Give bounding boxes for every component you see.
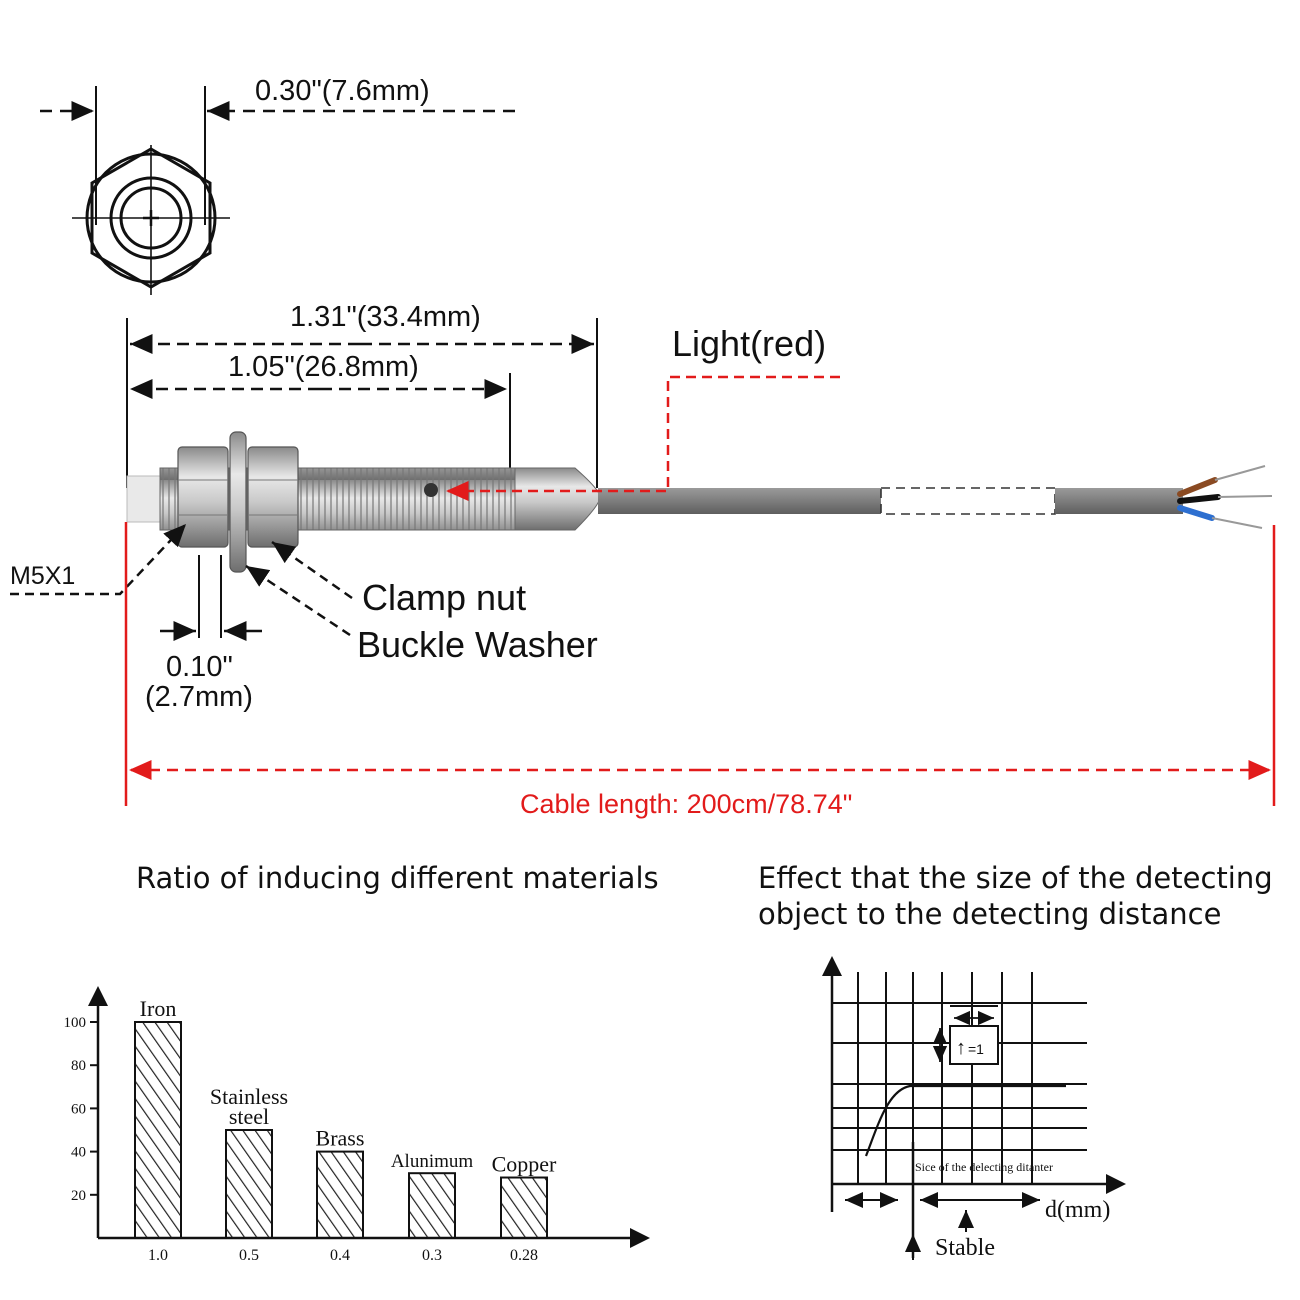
- inner-axis-label: Sice of the delecting ditanter: [915, 1160, 1053, 1174]
- bar-stainless-steel: [225, 1129, 273, 1239]
- target-box-arrow-glyph: ↑: [956, 1037, 966, 1059]
- buckle-washer-label: Buckle Washer: [357, 624, 598, 665]
- line-y-axis-arrow: [822, 956, 842, 976]
- y-tick-label: 100: [64, 1015, 87, 1031]
- wire-brown: [1177, 477, 1218, 497]
- thread-leader: [10, 523, 187, 596]
- size-effect-heading-1: Effect that the size of the detecting: [758, 861, 1273, 895]
- size-effect-heading-2: object to the detecting distance: [758, 897, 1221, 931]
- y-tick-label: 60: [71, 1101, 86, 1117]
- bar-alunimum: [408, 1172, 456, 1239]
- x-axis-label: d(mm): [1045, 1197, 1110, 1223]
- nut-left: [177, 446, 229, 548]
- y-tick-label: 80: [71, 1058, 86, 1074]
- washer-thickness-mm: (2.7mm): [145, 681, 253, 713]
- bar-iron: [134, 1021, 182, 1239]
- bar-brass: [316, 1150, 364, 1239]
- washer-thickness-in: 0.10": [166, 651, 233, 683]
- cable-segment-left: [598, 488, 881, 514]
- cable-gap: [880, 487, 1056, 515]
- target-box: [949, 1025, 999, 1065]
- response-curve: [864, 1084, 1066, 1157]
- clamp-nut-label: Clamp nut: [362, 577, 526, 618]
- bar-ratio-label: 0.5: [239, 1247, 259, 1264]
- wire-black: [1177, 494, 1221, 504]
- bar-category-label: Brass: [316, 1126, 365, 1151]
- nut-callouts: Clamp nut Buckle Washer: [245, 540, 598, 665]
- wire-blue: [1177, 505, 1215, 521]
- size-effect-chart: ↑ =1 Sice of the delecting ditanter d(mm…: [822, 956, 1126, 1261]
- bar-copper: [500, 1176, 548, 1240]
- end-view: 0.30"(7.6mm): [40, 75, 515, 295]
- sensor-body: [126, 431, 1273, 573]
- bar-category-label: Alunimum: [391, 1151, 474, 1172]
- cable-length-dimension: Cable length: 200cm/78.74": [124, 522, 1276, 819]
- width-dimension-label: 0.30"(7.6mm): [255, 75, 430, 107]
- target-box-label: =1: [968, 1041, 984, 1057]
- bar-category-label: steel: [229, 1104, 269, 1129]
- washer-thickness-dimension: 0.10" (2.7mm): [145, 555, 262, 713]
- line-x-axis-arrow: [1106, 1174, 1126, 1194]
- light-leader: [446, 375, 840, 501]
- bar-category-label: Stainless: [210, 1084, 288, 1109]
- indicator-led: [424, 483, 438, 497]
- bar-ratio-label: 0.4: [330, 1247, 350, 1264]
- materials-heading: Ratio of inducing different materials: [136, 861, 659, 895]
- light-label: Light(red): [672, 323, 826, 364]
- y-tick-label: 20: [71, 1188, 86, 1204]
- buckle-washer-shape: [229, 431, 247, 573]
- wire-strand-3: [1211, 517, 1263, 529]
- wire-strand-2: [1217, 495, 1273, 498]
- overall-length-label: 1.31"(33.4mm): [290, 301, 481, 333]
- clamp-nut-leader: [271, 540, 353, 600]
- sensor-tail: [514, 467, 601, 531]
- light-callout: Light(red): [446, 323, 840, 501]
- washer-leader: [245, 564, 351, 637]
- thread-length-label: 1.05"(26.8mm): [228, 351, 419, 383]
- bar-ratio-label: 0.28: [510, 1247, 538, 1264]
- nut-right: [247, 446, 299, 548]
- bar-y-axis-arrow: [88, 986, 108, 1006]
- bar-ratio-label: 1.0: [148, 1247, 168, 1264]
- cable-segment-right: [1055, 488, 1183, 514]
- wire-strand-1: [1214, 465, 1266, 481]
- y-tick-label: 40: [71, 1145, 86, 1161]
- cable-length-label: Cable length: 200cm/78.74": [520, 789, 852, 819]
- thread-spec-label: M5X1: [10, 562, 75, 590]
- bar-ratio-label: 0.3: [422, 1247, 442, 1264]
- side-dimensions: 1.31"(33.4mm) 1.05"(26.8mm): [126, 301, 598, 488]
- bar-category-label: Iron: [140, 996, 177, 1021]
- bar-category-label: Copper: [492, 1152, 557, 1177]
- stable-label: Stable: [935, 1235, 995, 1261]
- chart-grid: [832, 972, 1087, 1184]
- bar-x-axis-arrow: [630, 1228, 650, 1248]
- thread-callout: M5X1: [10, 523, 187, 596]
